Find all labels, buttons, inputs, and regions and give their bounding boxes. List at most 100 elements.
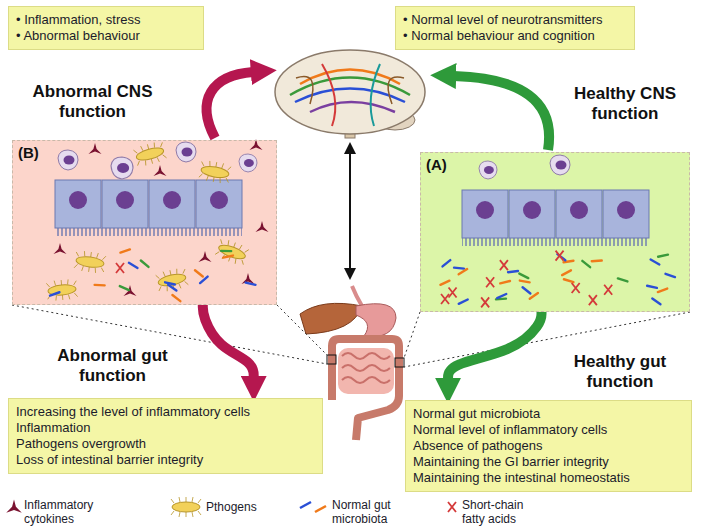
brain-illustration	[275, 50, 425, 138]
epithelium-b	[102, 180, 148, 228]
microbiota-a	[459, 299, 468, 303]
cytokines-b	[154, 165, 167, 176]
immune-cells-a	[479, 155, 570, 179]
microbiota-a	[500, 281, 510, 283]
microbiota-a	[440, 281, 449, 285]
microbiota-a	[520, 281, 530, 283]
microbiota-b	[223, 256, 233, 258]
panel-ground	[420, 152, 690, 312]
node-text: • Inflammation, stress	[16, 12, 196, 28]
epithelium-b	[55, 180, 242, 236]
legend-symbols	[300, 502, 311, 508]
cytokines-b	[89, 143, 102, 154]
function-heading: Abnormal gut function	[50, 346, 175, 386]
microbiota-a	[618, 278, 628, 281]
microbiota-b	[246, 283, 256, 285]
node-text: Inflammation	[16, 420, 315, 436]
microbiota-a	[589, 295, 597, 305]
function-heading: Healthy CNS function	[565, 84, 685, 124]
scfa-b	[116, 263, 124, 273]
node-text: (A)	[426, 156, 447, 173]
microbiota-b	[129, 263, 138, 268]
zoom-leader-lines	[404, 312, 420, 358]
immune-cells-b	[176, 142, 196, 162]
node-text: Absence of pathogens	[413, 438, 684, 454]
gut-panel: (A)	[420, 152, 690, 312]
microbiota-a	[665, 274, 674, 277]
microbiota-a	[651, 260, 660, 265]
state-box: • Inflammation, stress• Abnormal behavio…	[8, 6, 204, 50]
epithelium-a	[570, 201, 588, 219]
node-text: Maintaining the GI barrier integrity	[413, 454, 684, 470]
microbiota-a	[454, 266, 464, 269]
microbiota-a	[497, 294, 506, 298]
gut-illustration	[342, 353, 390, 383]
epithelium-a	[462, 190, 649, 246]
microbiota-b	[95, 284, 105, 287]
microbiota-a	[658, 289, 667, 293]
gut-illustration	[332, 339, 399, 440]
microbiota-a	[500, 260, 508, 270]
legend-label: Inflammatory cytokines	[24, 498, 114, 526]
microbiota-b	[120, 249, 129, 252]
pathogens-b	[155, 267, 189, 293]
epithelium-a	[462, 238, 649, 246]
gut-illustration	[327, 355, 336, 364]
node-text: Maintaining the intestinal homeostatis	[413, 470, 684, 486]
abnormal-cns-arrow	[207, 72, 253, 138]
gut-illustration	[352, 286, 362, 306]
cytokines-b	[242, 273, 255, 284]
microbiota-b	[120, 286, 129, 290]
brain-illustration	[296, 76, 404, 104]
epithelium-a	[523, 201, 541, 219]
epithelium-b	[210, 191, 228, 209]
legend-symbols	[448, 502, 456, 512]
function-heading: Abnormal CNS function	[25, 82, 160, 122]
epithelium-b	[149, 180, 195, 228]
cytokines-b	[54, 139, 269, 296]
pathogens-b	[198, 160, 231, 185]
cytokines-b	[199, 251, 212, 262]
microbiota-b	[195, 270, 203, 276]
epithelium-a	[509, 190, 555, 238]
gut-panel: (B)	[12, 140, 277, 305]
microbiota-a	[530, 293, 538, 299]
microbiota-a	[556, 251, 564, 261]
epithelium-b	[55, 180, 101, 228]
legend-label: Short-chain fatty acids	[462, 498, 547, 526]
zoom-leader-lines	[277, 305, 327, 355]
brain-illustration	[322, 64, 335, 126]
epithelium-a	[617, 201, 635, 219]
microbiota-b	[165, 282, 175, 284]
node-text: • Normal behaviour and cognition	[403, 28, 627, 44]
epithelium-b	[69, 191, 87, 209]
microbiota-a	[592, 259, 602, 262]
microbiota-a	[604, 285, 612, 295]
pathogens-b	[214, 237, 249, 266]
epithelium-b	[196, 180, 242, 228]
node-text: • Normal level of neurotransmitters	[403, 12, 627, 28]
microbiota-a	[508, 271, 518, 272]
gut-illustration	[356, 304, 396, 337]
panel-ground	[12, 140, 277, 305]
microbiota-a	[658, 255, 668, 257]
microbiota-b	[200, 277, 208, 284]
epithelium-b	[116, 191, 134, 209]
microbiota-a	[582, 261, 590, 267]
brain-illustration	[310, 102, 395, 112]
legend-symbols	[315, 506, 326, 512]
node-text: Normal gut microbiota	[413, 406, 684, 422]
cytokines-b	[54, 243, 67, 254]
immune-cells-b	[239, 154, 257, 172]
brain-illustration	[300, 70, 400, 85]
immune-cells-b	[111, 157, 133, 179]
gut-brain-axis-arrow	[349, 152, 351, 270]
gut-illustration	[300, 303, 362, 334]
pathogens-b	[74, 250, 106, 274]
scfa-b	[116, 263, 124, 273]
node-text: Normal level of inflammatory cells	[413, 422, 684, 438]
node-text: Pathogens overgrowth	[16, 436, 315, 452]
microbiota-b	[168, 285, 176, 291]
